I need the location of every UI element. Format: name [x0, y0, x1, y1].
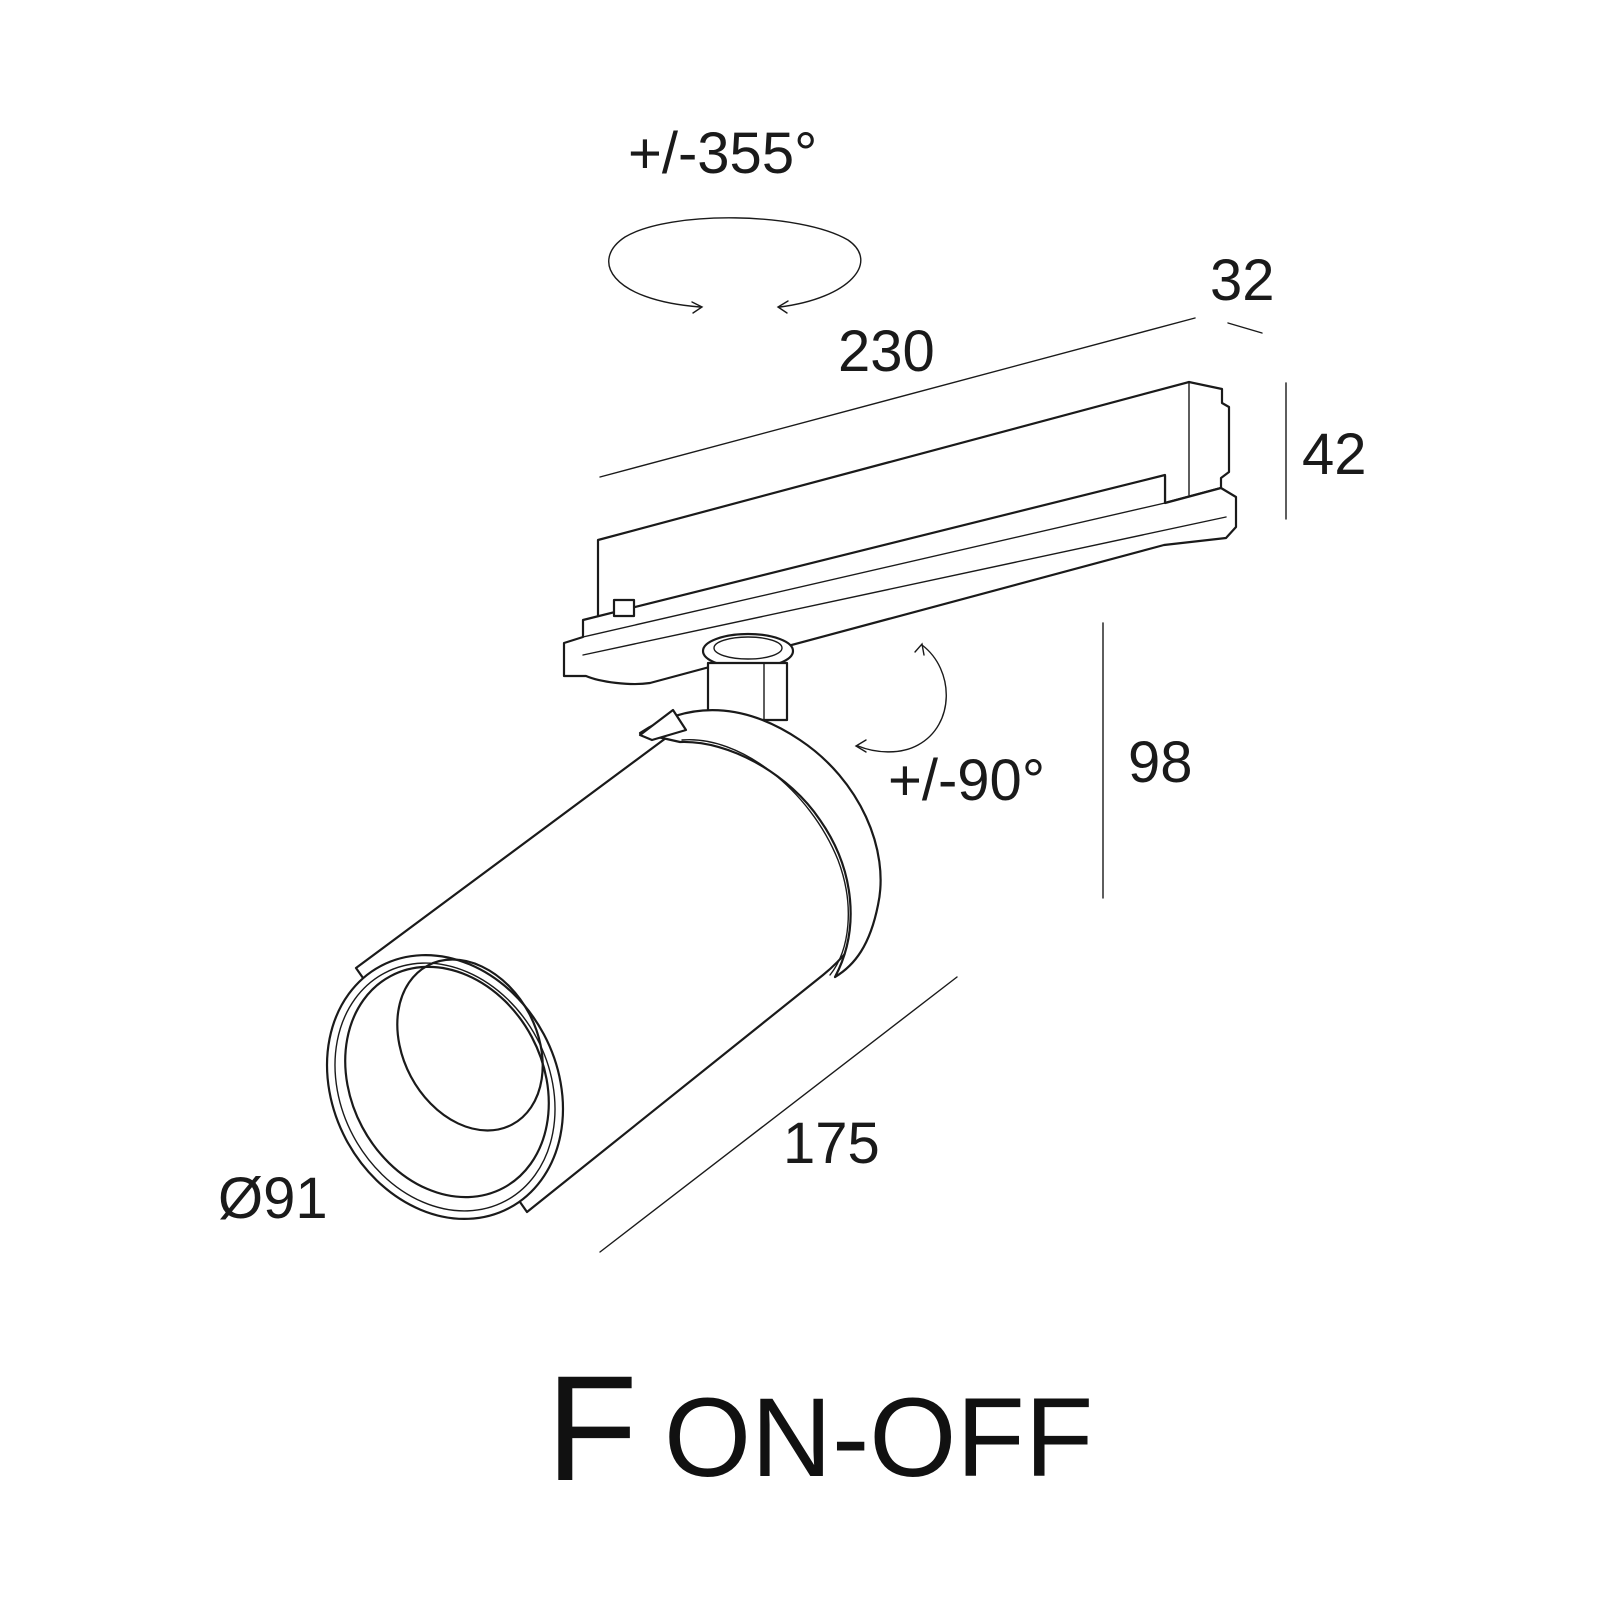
dim-line-230 [599, 317, 1196, 478]
label-length-175: 175 [783, 1111, 880, 1176]
rotation-355-indicator [608, 217, 862, 314]
tilt-arrowhead-bottom [854, 739, 867, 753]
swivel-stem [706, 661, 789, 722]
swivel-joint [701, 632, 795, 722]
tilt-arc [857, 644, 947, 753]
label-height-42: 42 [1302, 422, 1367, 487]
front-bezel-outer [325, 954, 565, 1220]
rotation-arrowhead-right [776, 300, 789, 314]
rear-cap-line [681, 739, 849, 976]
label-length-230: 230 [838, 319, 935, 384]
rotation-arrowhead-left [691, 301, 704, 314]
label-diameter-91: Ø91 [218, 1166, 328, 1231]
adapter-bottom-edge [582, 516, 1227, 656]
adapter-clip [612, 598, 636, 618]
label-tilt-90: +/-90° [888, 748, 1045, 813]
label-rotation-355: +/-355° [628, 121, 817, 186]
dim-line-175 [599, 976, 958, 1253]
lens-opening [396, 958, 544, 1132]
spotlight-body [325, 708, 882, 1220]
swivel-ring-inner [713, 636, 783, 660]
tilt-arrowhead-top [914, 642, 925, 656]
adapter-front-edge [582, 502, 1166, 638]
title-variant: ON-OFF [664, 1375, 1093, 1500]
rotation-arc [608, 217, 862, 308]
tilt-90-indicator [854, 642, 947, 753]
title-letter: F [546, 1344, 638, 1512]
front-bezel-mid [334, 962, 556, 1212]
yoke-notch [638, 708, 688, 742]
adapter-front-face [562, 473, 1238, 686]
label-width-32: 32 [1210, 248, 1275, 313]
label-height-98: 98 [1128, 730, 1193, 795]
dim-line-32 [1227, 322, 1263, 334]
rear-cap [638, 709, 882, 979]
track-adapter [562, 380, 1238, 686]
front-bezel-inner [344, 965, 550, 1199]
